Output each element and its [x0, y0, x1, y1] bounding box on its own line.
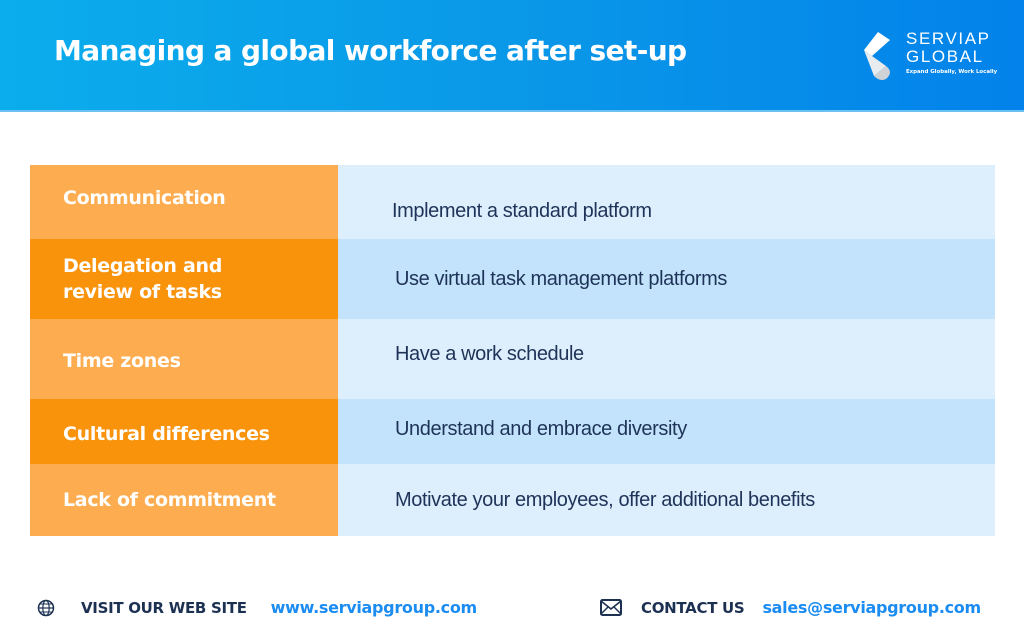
challenge-cell: Cultural differences: [30, 399, 338, 464]
visit-website-label: VISIT OUR WEB SITE: [81, 598, 247, 617]
contact-us-label: CONTACT US: [641, 598, 745, 617]
solution-cell: Use virtual task management platforms: [338, 239, 995, 319]
challenge-cell: Time zones: [30, 319, 338, 399]
challenge-line2: review of tasks: [63, 281, 222, 303]
footer: VISIT OUR WEB SITE www.serviapgroup.com …: [0, 590, 1024, 630]
contact-email-link[interactable]: sales@serviapgroup.com: [762, 598, 981, 617]
contact-section: CONTACT US sales@serviapgroup.com: [600, 598, 981, 617]
table-row: Time zones Have a work schedule: [30, 319, 995, 399]
logo-name: SERVIAP GLOBAL: [906, 30, 991, 66]
page-title: Managing a global workforce after set-up: [54, 34, 687, 67]
logo-name-line1: SERVIAP: [906, 29, 991, 48]
solution-cell: Implement a standard platform: [338, 165, 995, 239]
challenge-cell: Delegation and review of tasks: [30, 239, 338, 319]
table-row: Communication Implement a standard platf…: [30, 165, 995, 239]
challenges-table: Communication Implement a standard platf…: [30, 165, 995, 536]
solution-cell: Understand and embrace diversity: [338, 399, 995, 464]
website-section: VISIT OUR WEB SITE www.serviapgroup.com: [37, 598, 477, 617]
website-link[interactable]: www.serviapgroup.com: [270, 598, 478, 617]
solution-cell: Have a work schedule: [338, 319, 995, 399]
challenge-cell: Lack of commitment: [30, 464, 338, 536]
envelope-icon: [600, 599, 622, 616]
logo-tagline: Expand Globally, Work Locally: [906, 69, 998, 75]
challenge-line1: Delegation and: [63, 255, 223, 277]
table-row: Lack of commitment Motivate your employe…: [30, 464, 995, 536]
table-row: Cultural differences Understand and embr…: [30, 399, 995, 464]
table-row: Delegation and review of tasks Use virtu…: [30, 239, 995, 319]
serviap-logo: SERVIAP GLOBAL Expand Globally, Work Loc…: [860, 30, 1000, 82]
globe-icon: [37, 599, 55, 616]
challenge-cell: Communication: [30, 165, 338, 239]
logo-name-line2: GLOBAL: [906, 47, 984, 66]
serviap-logo-mark-icon: [864, 32, 890, 80]
solution-cell: Motivate your employees, offer additiona…: [338, 464, 995, 536]
header-banner: Managing a global workforce after set-up…: [0, 0, 1024, 112]
